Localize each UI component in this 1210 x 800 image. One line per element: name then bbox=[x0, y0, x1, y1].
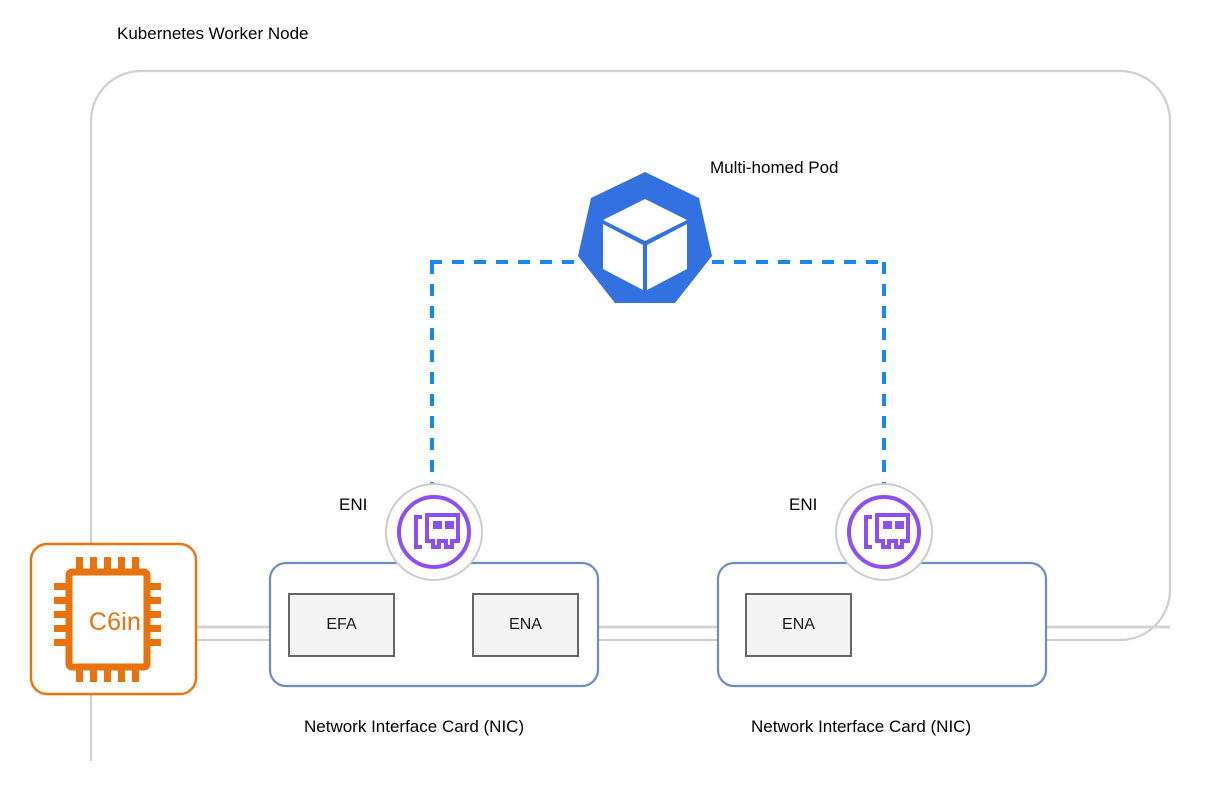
kubernetes-logo bbox=[578, 172, 712, 303]
worker-node-boundary-left bbox=[89, 69, 143, 762]
cpu-chip-icon bbox=[54, 557, 161, 682]
eni-label-right: ENI bbox=[789, 495, 818, 514]
nic-label-right: Network Interface Card (NIC) bbox=[751, 717, 972, 736]
eni-label-left: ENI bbox=[339, 495, 368, 514]
eni-icon-left[interactable] bbox=[385, 483, 483, 581]
worker-node-boundary bbox=[139, 69, 1172, 642]
instance-c6in[interactable] bbox=[29, 542, 198, 696]
eni-icon-right[interactable] bbox=[835, 483, 933, 581]
instance-type-label: C6in bbox=[88, 608, 142, 636]
adapter-box-efa[interactable] bbox=[288, 593, 395, 657]
adapter-box-ena-right[interactable] bbox=[745, 593, 852, 657]
pod-label: Multi-homed Pod bbox=[710, 158, 839, 177]
nic-label-left: Network Interface Card (NIC) bbox=[304, 717, 525, 736]
adapter-box-ena-left[interactable] bbox=[472, 593, 579, 657]
page-title: Kubernetes Worker Node bbox=[117, 24, 309, 43]
